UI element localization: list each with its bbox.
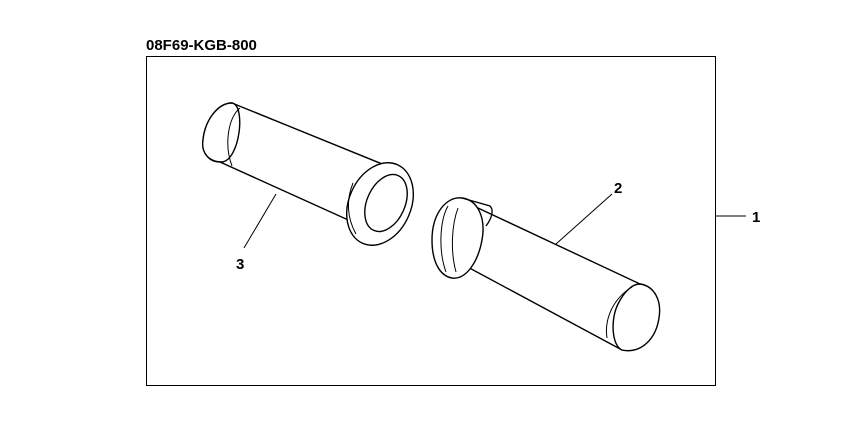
- left-grip-flange-edge: [348, 182, 357, 235]
- right-grip-flange-inner-2: [451, 207, 459, 273]
- callout-1-label: 1: [752, 209, 760, 226]
- diagram-frame: [146, 56, 716, 386]
- callout-3-leader: [243, 193, 277, 249]
- right-grip-cap-seam: [605, 286, 633, 339]
- right-grip-flange-rim: [461, 197, 493, 227]
- left-grip-drawing: [201, 102, 414, 246]
- left-grip-cap-seam: [227, 107, 241, 167]
- right-grip-flange: [431, 197, 484, 279]
- callout-3-label: 3: [236, 256, 244, 273]
- right-grip-end-cap: [612, 283, 661, 352]
- callout-2-label: 2: [614, 180, 622, 197]
- right-grip-flange-inner: [440, 205, 449, 273]
- left-grip-opening: [364, 173, 408, 233]
- callout-2-leader: [555, 193, 613, 245]
- left-grip-end-cap: [201, 102, 241, 163]
- right-grip-drawing: [431, 197, 661, 352]
- part-number-label: 08F69-KGB-800: [146, 37, 257, 54]
